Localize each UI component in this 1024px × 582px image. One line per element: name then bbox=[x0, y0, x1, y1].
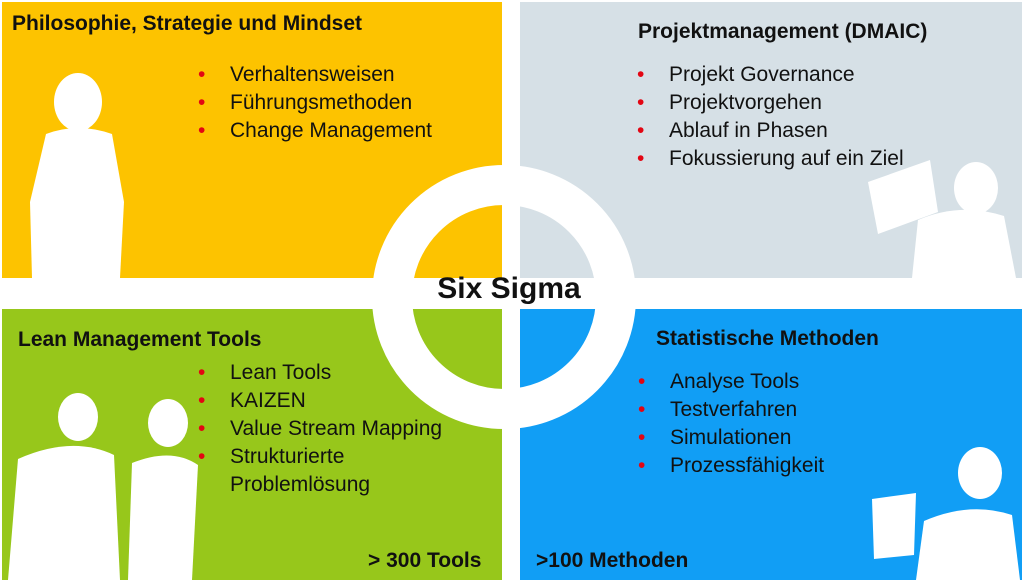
quadrant-title: Projektmanagement (DMAIC) bbox=[638, 20, 928, 43]
list-item: Lean Tools bbox=[198, 359, 488, 387]
two-people-talking-silhouette-icon bbox=[8, 393, 198, 580]
quadrant-title: Statistische Methoden bbox=[656, 327, 879, 350]
list-item: Führungsmethoden bbox=[198, 89, 432, 117]
list-item: Projektvorgehen bbox=[637, 89, 904, 117]
method-count-label: >100 Methoden bbox=[536, 549, 689, 572]
list-item: Value Stream Mapping bbox=[198, 415, 488, 443]
quadrant-title: Lean Management Tools bbox=[18, 328, 262, 351]
quadrant-title: Philosophie, Strategie und Mindset bbox=[12, 12, 363, 35]
list-item: Change Management bbox=[198, 117, 432, 145]
list-item: Testverfahren bbox=[638, 396, 824, 424]
bullet-list: Lean Tools KAIZEN Value Stream Mapping S… bbox=[198, 359, 488, 499]
list-item: Verhaltensweisen bbox=[198, 61, 432, 89]
list-item: Simulationen bbox=[638, 424, 824, 452]
bullet-list: Analyse Tools Testverfahren Simulationen… bbox=[638, 368, 824, 480]
list-item: Ablauf in Phasen bbox=[637, 117, 904, 145]
person-at-desk-silhouette-icon bbox=[872, 447, 1020, 580]
list-item: Prozessfähigkeit bbox=[638, 452, 824, 480]
quadrant-philosophie: Philosophie, Strategie und Mindset Verha… bbox=[2, 2, 502, 278]
list-item: Strukturierte Problemlösung bbox=[198, 443, 390, 499]
bullet-list: Projekt Governance Projektvorgehen Ablau… bbox=[637, 61, 904, 173]
quadrant-lean-management: Lean Management Tools Lean Tools KAIZEN … bbox=[2, 309, 502, 580]
person-standing-silhouette-icon bbox=[30, 73, 124, 278]
list-item: Analyse Tools bbox=[638, 368, 824, 396]
bullet-list: Verhaltensweisen Führungsmethoden Change… bbox=[198, 61, 432, 145]
center-ring bbox=[372, 165, 636, 429]
person-with-laptop-silhouette-icon bbox=[868, 160, 1016, 278]
list-item: KAIZEN bbox=[198, 387, 488, 415]
tool-count-label: > 300 Tools bbox=[368, 549, 482, 572]
center-title: Six Sigma bbox=[437, 272, 581, 305]
list-item: Fokussierung auf ein Ziel bbox=[637, 145, 904, 173]
list-item: Projekt Governance bbox=[637, 61, 904, 89]
